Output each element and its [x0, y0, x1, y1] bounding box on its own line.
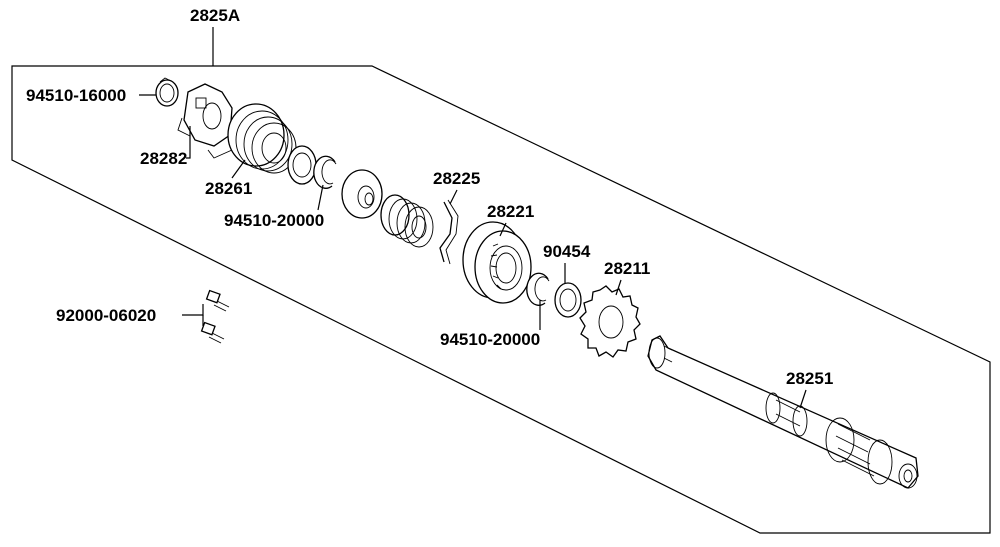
- ratchet-spring-part: [439, 199, 459, 265]
- label-snap-ring-low[interactable]: 94510-20000: [440, 330, 540, 349]
- washer-90454-part: [554, 282, 582, 318]
- leader-spring-guide: [186, 126, 191, 159]
- leader-ratchet-spring: [449, 189, 458, 205]
- leader-kick-gear: [615, 279, 622, 296]
- spring-guide-part: [177, 83, 233, 147]
- assembly-boundary: [11, 65, 991, 534]
- label-bolt[interactable]: 92000-06020: [56, 306, 156, 325]
- kick-gear-part: [579, 285, 641, 358]
- ratchet-part: [462, 221, 532, 304]
- label-spring-guide[interactable]: 28282: [140, 149, 187, 168]
- label-ratchet-spring[interactable]: 28225: [433, 169, 480, 188]
- flat-washer-part: [287, 145, 317, 185]
- snap-ring-20000-upper-part: [313, 155, 337, 189]
- leader-kick-shaft: [799, 389, 807, 409]
- kick-shaft-part: [647, 335, 919, 489]
- label-ratchet[interactable]: 28221: [487, 202, 534, 221]
- snap-ring-16000-part: [155, 77, 179, 107]
- small-coil-spring-part: [380, 194, 434, 248]
- leader-bolt-upper: [182, 304, 204, 316]
- snap-ring-20000-lower-part: [526, 272, 550, 306]
- bolt-upper-part: [205, 289, 230, 312]
- label-snap-ring-top[interactable]: 94510-16000: [26, 86, 126, 105]
- bolt-lower-part: [200, 321, 225, 344]
- leader-ratchet: [499, 222, 507, 237]
- kick-spring-part: [207, 103, 297, 174]
- label-assembly-2825A[interactable]: 2825A: [190, 6, 240, 25]
- label-snap-ring-mid[interactable]: 94510-20000: [224, 211, 324, 230]
- thrust-plate-part: [341, 169, 383, 219]
- leader-spring: [231, 159, 246, 179]
- label-washer[interactable]: 90454: [543, 242, 591, 261]
- label-kick-shaft[interactable]: 28251: [786, 369, 833, 388]
- label-spring[interactable]: 28261: [205, 179, 252, 198]
- leader-snap-ring-mid: [317, 184, 324, 211]
- label-kick-gear[interactable]: 28211: [604, 259, 650, 278]
